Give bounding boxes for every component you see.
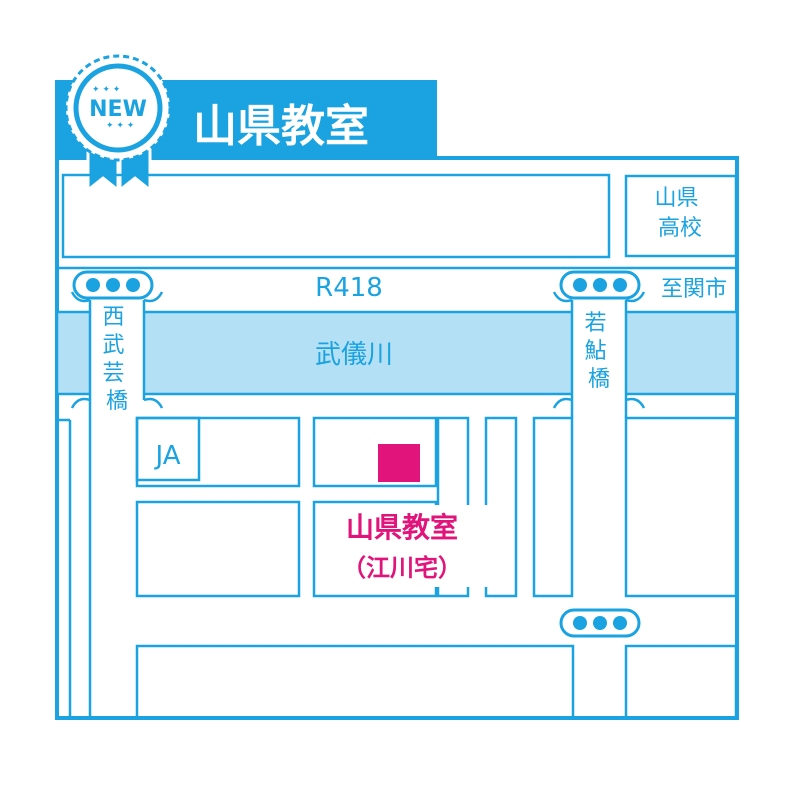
svg-text:✦ ✦ ✦: ✦ ✦ ✦	[106, 121, 135, 131]
road-label: R418	[315, 273, 383, 303]
bridge-right-label: 若 鮎 橋	[584, 311, 613, 392]
traffic-signal-icon	[559, 608, 641, 638]
river-label: 武儀川	[315, 340, 393, 370]
page-title: 山県教室	[193, 101, 369, 152]
svg-text:✦ ✦ ✦: ✦ ✦ ✦	[92, 85, 121, 95]
direction-label: 至関市	[661, 277, 727, 302]
bridge-right-road	[572, 300, 626, 400]
block-bottom	[135, 644, 575, 720]
school-label: 山県 高校	[654, 186, 705, 241]
river	[55, 310, 739, 396]
destination-marker	[378, 444, 420, 482]
block-narrow-3	[532, 416, 574, 598]
bridge-left-road	[90, 300, 144, 400]
block-top-left	[61, 173, 611, 259]
ja-label: JA	[154, 441, 181, 471]
bridge-left-label: 西 武 芸 橋	[102, 305, 131, 414]
destination-block	[312, 416, 438, 488]
block-right-bottom	[624, 644, 738, 720]
ja-building	[135, 416, 201, 482]
traffic-signal-icon	[72, 270, 154, 300]
block-middle-left	[135, 500, 301, 598]
new-badge-label: NEW	[89, 97, 147, 122]
school-block	[624, 174, 738, 258]
destination-sublabel: （江川宅）	[342, 554, 462, 582]
new-badge-icon: ✦ ✦ ✦ ✦ ✦ ✦	[64, 54, 172, 194]
block-right-middle	[624, 416, 738, 598]
traffic-signal-icon	[559, 270, 641, 300]
destination-label: 山県教室	[346, 511, 458, 544]
